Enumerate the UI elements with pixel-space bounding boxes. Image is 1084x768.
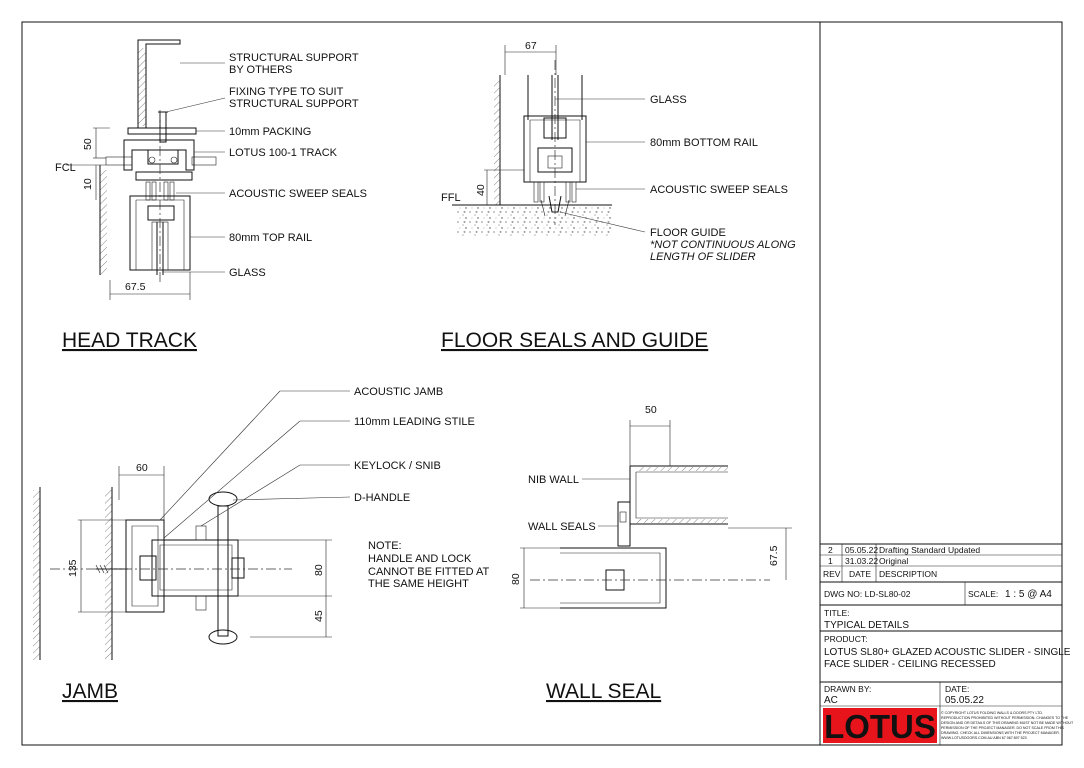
lotus-logo (823, 708, 937, 743)
rev-header-rev: REV (823, 569, 841, 579)
label-floor-guide: FLOOR GUIDE (650, 227, 726, 239)
note-title: NOTE: (368, 540, 402, 552)
angle-hatch (138, 48, 146, 126)
title-floor-seals: FLOOR SEALS AND GUIDE (441, 329, 708, 352)
label-keylock: KEYLOCK / SNIB (354, 460, 441, 472)
rev-1-number: 1 (828, 556, 833, 566)
dim-40: 40 (475, 184, 487, 196)
product-label: PRODUCT: (824, 634, 867, 644)
label-nib-wall: NIB WALL (528, 474, 579, 486)
rev-2-number: 2 (828, 545, 833, 555)
title-block (820, 543, 1062, 745)
note-line-1: HANDLE AND LOCK (368, 553, 472, 565)
title-head-track: HEAD TRACK (62, 329, 197, 352)
drawn-by-label: DRAWN BY: (824, 684, 871, 694)
rev-1-date: 31.03.22 (845, 556, 878, 566)
note-length-of-slider: LENGTH OF SLIDER (650, 251, 756, 263)
logo-text: LOTUS (824, 708, 936, 745)
note-line-3: THE SAME HEIGHT (368, 578, 469, 590)
dwg-number: DWG NO: LD-SL80-02 (824, 589, 911, 599)
label-floor-sweep-seals: ACOUSTIC SWEEP SEALS (650, 184, 788, 196)
product-line-1: LOTUS SL80+ GLAZED ACOUSTIC SLIDER - SIN… (824, 647, 1071, 658)
stile-profile (560, 547, 667, 609)
product-line-2: FACE SLIDER - CEILING RECESSED (824, 659, 996, 670)
copyright-4: PERMISSION OF THE PROJECT MANAGER. DO NO… (941, 726, 1065, 730)
label-wall-seals: WALL SEALS (528, 521, 596, 533)
label-glass: GLASS (229, 267, 266, 279)
label-track: LOTUS 100-1 TRACK (229, 147, 338, 159)
note-not-continuous: *NOT CONTINUOUS ALONG (650, 239, 796, 251)
acoustic-jamb (125, 519, 165, 613)
label-acoustic-jamb: ACOUSTIC JAMB (354, 386, 443, 398)
dim-45: 45 (313, 610, 325, 622)
rev-header-date: DATE (849, 569, 871, 579)
title-jamb: JAMB (62, 680, 118, 703)
label-bottom-rail: 80mm BOTTOM RAIL (650, 137, 758, 149)
head-track-detail (66, 39, 226, 300)
rev-2-desc: Drafting Standard Updated (879, 545, 980, 555)
label-d-handle: D-HANDLE (354, 492, 410, 504)
copyright-5: DRAWING. CHECK ALL DIMENSIONS WITH THE P… (941, 731, 1060, 735)
rev-2-date: 05.05.22 (845, 545, 878, 555)
top-rail (129, 195, 191, 271)
label-leading-stile: 110mm LEADING STILE (354, 416, 475, 428)
label-top-rail: 80mm TOP RAIL (229, 232, 312, 244)
date-value: 05.05.22 (945, 695, 984, 706)
label-by-others: BY OTHERS (229, 64, 292, 76)
scale-label: SCALE: (968, 589, 998, 599)
dim-67: 67 (525, 40, 537, 52)
dim-jamb-80: 80 (313, 564, 325, 576)
date-label: DATE: (945, 684, 969, 694)
rev-1-desc: Original (879, 556, 908, 566)
sheet-border (21, 21, 1063, 746)
wall-seal (617, 501, 631, 547)
dim-10: 10 (82, 178, 94, 190)
dim-60: 60 (136, 462, 148, 474)
dim-fcl: FCL (55, 162, 76, 174)
label-floor-glass: GLASS (650, 94, 687, 106)
title-wall-seal: WALL SEAL (546, 680, 661, 703)
jamb-detail (33, 390, 351, 660)
scale-value: 1 : 5 @ A4 (1005, 589, 1052, 600)
dim-wall-80: 80 (510, 573, 522, 585)
dim-wall-67-5: 67.5 (768, 545, 780, 566)
copyright-1: © COPYRIGHT LOTUS FOLDING WALLS & DOORS … (941, 711, 1043, 715)
dim-135: 135 (67, 559, 79, 577)
title-label: TITLE: (824, 608, 850, 618)
copyright-3: DESIGN AND OR DETAILS OF THIS DRAWING MU… (941, 721, 1074, 725)
copyright-6: WWW.LOTUSDOORS.COM.AU ABN 67 067 897 523 (941, 736, 1027, 740)
floor-seal-detail (452, 45, 646, 236)
concrete-floor (456, 206, 612, 236)
label-structural-support: STRUCTURAL SUPPORT (229, 52, 359, 64)
title-value: TYPICAL DETAILS (824, 620, 909, 631)
dim-50: 50 (82, 138, 94, 150)
rev-header-desc: DESCRIPTION (879, 569, 937, 579)
drawn-by-value: AC (824, 695, 838, 706)
dim-wall-50: 50 (645, 404, 657, 416)
note-line-2: CANNOT BE FITTED AT (368, 566, 489, 578)
label-packing: 10mm PACKING (229, 126, 311, 138)
bottom-rail (523, 115, 587, 183)
track-body (123, 139, 195, 171)
wall-seal-detail (520, 420, 792, 609)
copyright-2: REPRODUCTION PROHIBITED WITHOUT PERMISSI… (941, 716, 1069, 720)
label-sweep-seals: ACOUSTIC SWEEP SEALS (229, 188, 367, 200)
label-fixing-type: FIXING TYPE TO SUIT (229, 86, 344, 98)
dim-ffl: FFL (441, 192, 461, 204)
label-structural-support-2: STRUCTURAL SUPPORT (229, 98, 359, 110)
dim-67-5: 67.5 (125, 281, 146, 293)
